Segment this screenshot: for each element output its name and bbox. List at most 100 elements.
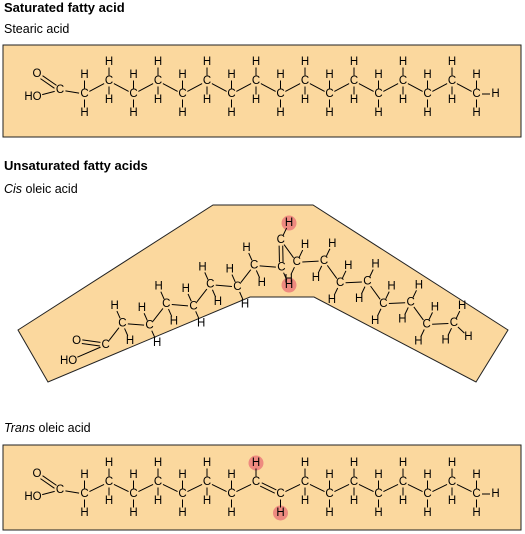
carbon-atom: C	[374, 88, 382, 100]
c-h-bond	[317, 265, 323, 274]
c-c-bond	[65, 490, 80, 494]
hydrogen-atom: H	[241, 298, 249, 310]
carbon-atom: C	[203, 476, 211, 488]
c-h-bond	[211, 289, 217, 298]
c-c-bond	[260, 83, 276, 92]
c-h-bond	[239, 291, 244, 300]
carbon-atom: C	[206, 279, 214, 291]
hydrogen-atom: H	[423, 107, 431, 119]
c-c-bond	[162, 483, 178, 493]
c-o-double-bond	[42, 75, 57, 86]
highlighted-hydrogen-marker	[281, 277, 297, 293]
carbon-atom: C	[189, 300, 197, 312]
hydrogen-atom: H	[328, 294, 336, 306]
carbon-atom: C	[422, 319, 430, 331]
hydrogen-atom: H	[301, 457, 309, 469]
trans-oleic-acid-label: Trans oleic acid	[4, 421, 91, 435]
hydrogen-atom: H	[301, 94, 309, 106]
hydrogen-atom: H	[252, 56, 260, 68]
c-c-bond	[285, 483, 301, 493]
c-c-bond	[388, 302, 406, 305]
carbon-atom: C	[80, 88, 88, 100]
hydrogen-atom: H	[458, 300, 466, 312]
c-h-bond	[151, 330, 156, 339]
carbon-atom: C	[423, 488, 431, 500]
c-h-bond	[204, 272, 209, 280]
c-o-double-bond	[81, 342, 100, 347]
hydrogen-atom: H	[472, 69, 480, 81]
carbon-atom: C	[203, 75, 211, 87]
hydrogen-atom: H	[464, 331, 472, 343]
c-h-bond	[457, 326, 465, 334]
hydrogen-atom: H	[328, 238, 336, 250]
hydrogen-atom: H	[350, 457, 358, 469]
c-c-bond	[108, 327, 120, 341]
carbon-atom: C	[145, 320, 153, 332]
carbon-atom: C	[450, 317, 458, 329]
carbon-atom: C	[472, 88, 480, 100]
hydrogen-atom: H	[129, 469, 137, 481]
hydrogen-atom: H	[198, 261, 206, 273]
hydrogen-atom: H	[276, 69, 284, 81]
c-c-bond	[326, 265, 338, 279]
carbon-atom: C	[276, 88, 284, 100]
carbon-atom: C	[233, 281, 241, 293]
hydrogen-atom: H	[448, 495, 456, 507]
hydrogen-atom: H	[80, 69, 88, 81]
hydrogen-atom: H	[105, 56, 113, 68]
hydrogen-atom: H	[285, 217, 293, 229]
carbon-atom: C	[301, 75, 309, 87]
hydrogen-atom: H	[285, 279, 293, 291]
cis-oleic-acid-molecule-box	[17, 204, 509, 383]
hydrogen-atom: H	[442, 334, 450, 346]
hydrogen-atom: H	[301, 56, 309, 68]
c-c-bond	[236, 83, 252, 92]
carbon-atom: C	[56, 84, 64, 96]
c-c-bond	[138, 483, 154, 493]
hydrogen-atom: H	[276, 107, 284, 119]
c-h-bond	[160, 291, 165, 300]
hydrogen-atom: H	[472, 507, 480, 519]
carbon-atom: C	[154, 476, 162, 488]
c-h-bond	[143, 313, 148, 321]
c-c-bond	[211, 483, 227, 493]
hydrogen-atom: H	[398, 314, 406, 326]
carbon-atom: C	[448, 75, 456, 87]
c-h-bond	[255, 270, 261, 278]
hydrogen-atom: H	[423, 469, 431, 481]
carbon-atom: C	[320, 255, 328, 267]
c-c-bond	[113, 83, 129, 92]
hydrogen-atom: H	[203, 495, 211, 507]
hydrogen-atom: H	[227, 69, 235, 81]
carbon-atom: C	[448, 476, 456, 488]
c-h-bond	[385, 291, 390, 300]
carbon-atom: C	[105, 476, 113, 488]
c-h-bond	[447, 327, 452, 336]
hydroxyl-group: HO	[60, 355, 77, 367]
c-h-bond	[116, 310, 121, 319]
c-c-bond	[89, 83, 105, 92]
hydrogen-atom: H	[227, 507, 235, 519]
carbon-atom: C	[80, 488, 88, 500]
c-h-bond	[290, 266, 295, 275]
c-h-bond	[420, 329, 425, 337]
cis-oleic-acid-label: Cis oleic acid	[4, 182, 78, 196]
hydrogen-atom: H	[350, 94, 358, 106]
highlighted-hydrogen-marker	[248, 455, 264, 471]
carbon-atom: C	[293, 256, 301, 268]
c-o-double-bond	[40, 78, 55, 89]
c-h-bond	[333, 287, 339, 296]
c-c-bond	[89, 483, 105, 493]
carbonyl-oxygen: O	[72, 335, 81, 347]
hydrogen-atom: H	[227, 107, 235, 119]
hydrogen-atom: H	[178, 469, 186, 481]
hydrogen-atom: H	[448, 94, 456, 106]
hydrogen-atom: H	[276, 507, 284, 519]
c-o-double-bond	[82, 339, 101, 343]
c-c-bond	[283, 244, 295, 259]
c-oh-bond	[42, 90, 55, 96]
hydrogen-atom: H	[80, 107, 88, 119]
hydrogen-atom: H	[105, 94, 113, 106]
